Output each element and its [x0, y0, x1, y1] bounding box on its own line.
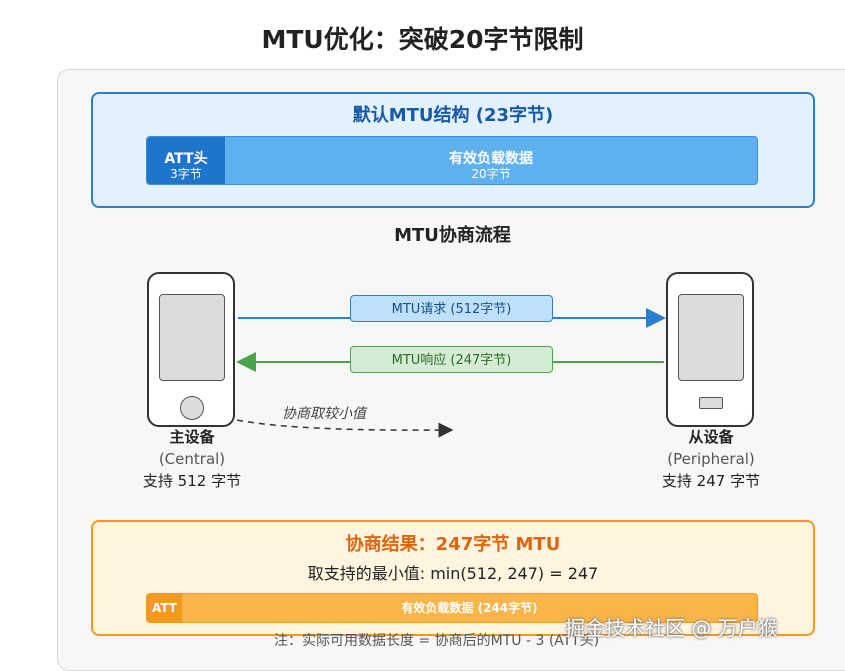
default-mtu-bar: ATT头 3字节 有效负载数据 20字节	[146, 136, 758, 185]
negotiate-note: 协商取较小值	[282, 406, 366, 422]
central-device	[147, 272, 235, 427]
flow-title: MTU协商流程	[394, 225, 511, 246]
peripheral-name: 从设备	[688, 428, 734, 446]
peripheral-support: 支持 247 字节	[661, 472, 761, 490]
central-screen	[159, 294, 225, 381]
watermark: 掘金技术社区 @ 万户猴	[565, 616, 778, 640]
payload-size: 20字节	[471, 167, 511, 181]
peripheral-home-button	[699, 397, 723, 409]
default-mtu-title: 默认MTU结构 (23字节)	[352, 105, 554, 126]
att-header-segment: ATT头 3字节	[147, 137, 225, 184]
mtu-request-label: MTU请求 (512字节)	[350, 295, 553, 322]
peripheral-screen	[678, 294, 744, 381]
peripheral-device	[666, 272, 754, 427]
payload-label: 有效负载数据	[449, 151, 533, 167]
peripheral-role: (Peripheral)	[667, 450, 755, 468]
att-header-label: ATT头	[164, 151, 208, 167]
result-mtu-bar: ATT 有效负载数据 (244字节)	[146, 593, 758, 623]
central-home-button	[180, 396, 204, 420]
result-payload-segment: 有效负载数据 (244字节)	[401, 601, 538, 615]
central-label: 主设备 (Central) 支持 512 字节	[112, 426, 272, 492]
result-title: 协商结果：247字节 MTU	[345, 534, 561, 555]
payload-segment: 有效负载数据 20字节	[225, 137, 757, 184]
att-header-size: 3字节	[170, 167, 202, 181]
result-att-segment: ATT	[147, 594, 182, 622]
central-name: 主设备	[169, 428, 215, 446]
central-support: 支持 512 字节	[142, 472, 242, 490]
result-formula: 取支持的最小值: min(512, 247) = 247	[307, 564, 599, 583]
peripheral-label: 从设备 (Peripheral) 支持 247 字节	[631, 426, 791, 492]
footnote: 注：实际可用数据长度 = 协商后的MTU - 3 (ATT头)	[274, 633, 600, 649]
mtu-response-label: MTU响应 (247字节)	[350, 346, 553, 373]
page-title: MTU优化：突破20字节限制	[261, 25, 584, 54]
central-role: (Central)	[158, 450, 226, 468]
